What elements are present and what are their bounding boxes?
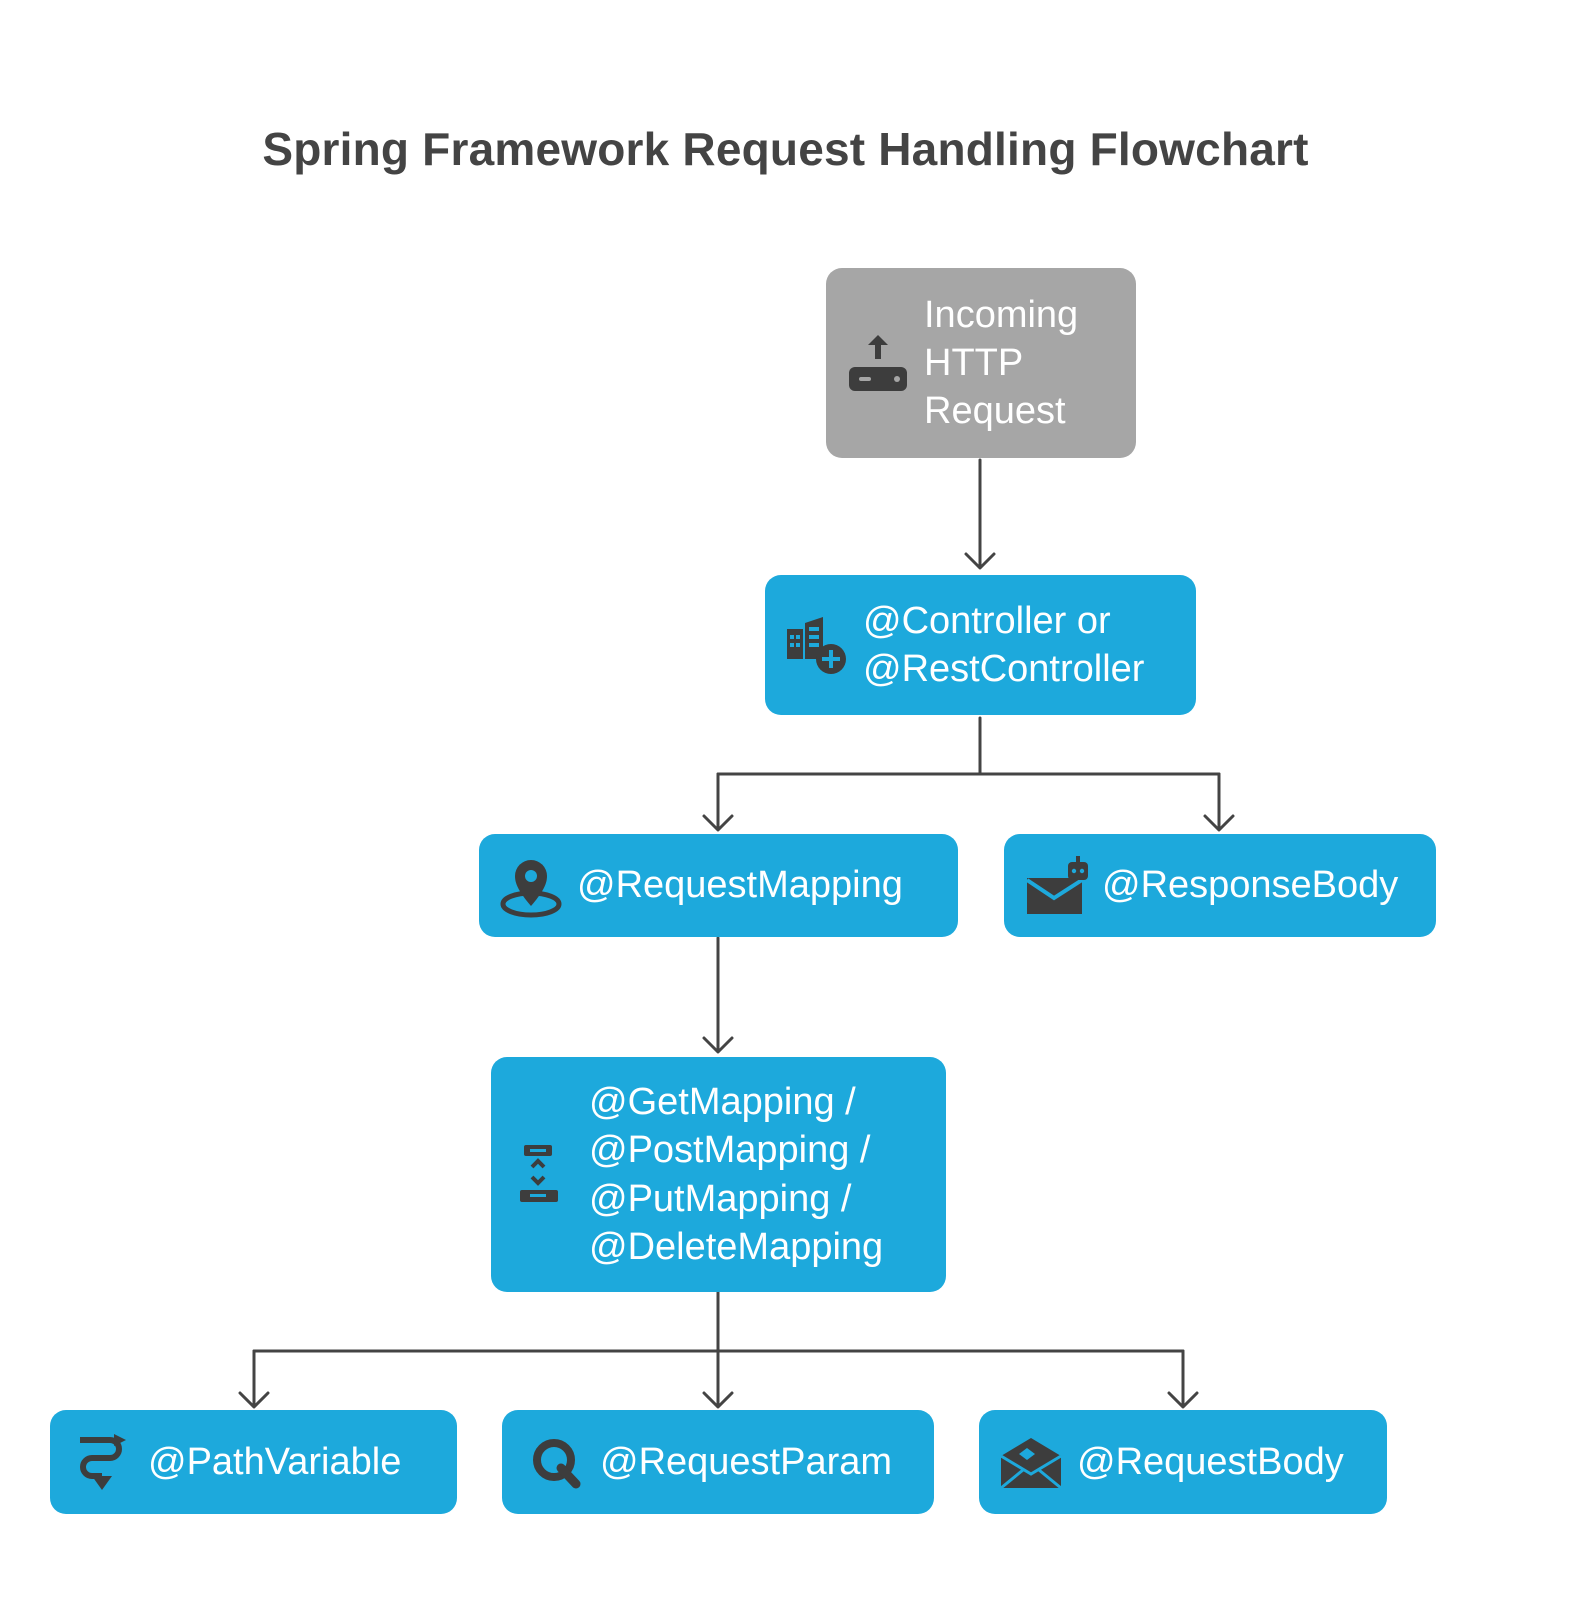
node-request-mapping: @RequestMapping bbox=[479, 834, 958, 937]
diagram-title: Spring Framework Request Handling Flowch… bbox=[262, 123, 1309, 175]
node-label: @RequestParam bbox=[600, 1440, 893, 1483]
node-label: @RequestMapping bbox=[577, 864, 903, 907]
node-incoming-http-request: Incoming HTTP Request bbox=[826, 268, 1136, 458]
arrowhead-path-variable bbox=[238, 1391, 270, 1409]
arrowhead-controller bbox=[964, 552, 996, 570]
building-add-icon bbox=[785, 613, 849, 677]
node-path-variable: @PathVariable bbox=[50, 1410, 457, 1514]
transfer-icon bbox=[511, 1143, 575, 1207]
node-request-param: @RequestParam bbox=[502, 1410, 934, 1514]
node-label: @PathVariable bbox=[148, 1440, 402, 1483]
node-label: @GetMapping / @PostMapping / @PutMapping… bbox=[589, 1081, 884, 1268]
arrowhead-response-body bbox=[1203, 814, 1235, 832]
node-controller: @Controller or @RestController bbox=[765, 575, 1196, 715]
route-icon bbox=[74, 1430, 130, 1494]
location-pin-icon bbox=[499, 854, 563, 918]
node-label: @RequestBody bbox=[1077, 1440, 1344, 1483]
query-icon bbox=[530, 1432, 582, 1492]
arrowhead-http-mappings bbox=[702, 1036, 734, 1054]
router-upload-icon bbox=[846, 331, 910, 395]
arrowhead-request-body bbox=[1167, 1391, 1199, 1409]
node-label: @Controller or @RestController bbox=[863, 599, 1145, 690]
node-label: Incoming HTTP Request bbox=[924, 293, 1079, 433]
node-label: @ResponseBody bbox=[1102, 864, 1399, 907]
node-response-body: @ResponseBody bbox=[1004, 834, 1436, 937]
node-request-body: @RequestBody bbox=[979, 1410, 1387, 1514]
mail-robot-icon bbox=[1024, 854, 1088, 918]
arrowhead-request-mapping bbox=[702, 814, 734, 832]
arrowhead-request-param bbox=[702, 1391, 734, 1409]
open-envelope-icon bbox=[999, 1430, 1063, 1494]
node-http-method-mappings: @GetMapping / @PostMapping / @PutMapping… bbox=[491, 1057, 946, 1292]
